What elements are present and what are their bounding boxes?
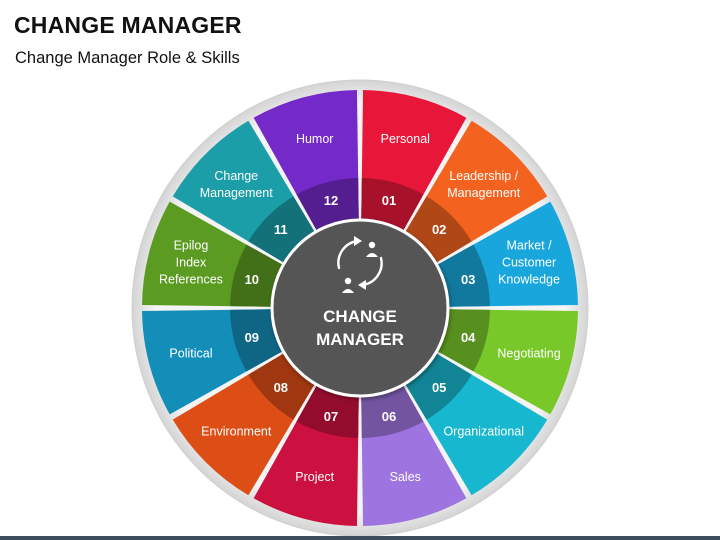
segment-label: Sales [390,470,421,484]
segment-label: Organizational [443,425,524,439]
segment-inner-band [405,353,472,420]
segment-number: 12 [324,193,338,208]
segment-number: 06 [382,409,396,424]
segment-label: Leadership / Management [447,169,520,200]
segment-number: 02 [432,222,446,237]
segment-12: 12 Humor [253,90,359,232]
segment-01: 01 Personal [361,90,467,232]
segment-number: 05 [432,380,446,395]
segment-label-line: Change [214,169,258,183]
segment-label-line: Management [200,186,273,200]
segment-inner-band [230,309,284,372]
segment-number: 08 [274,380,288,395]
page-title: CHANGE MANAGER [14,12,242,38]
segment-inner-band [361,384,424,438]
segment-number: 07 [324,409,338,424]
segment-label-line: Sales [390,470,421,484]
segment-label-line: Organizational [443,425,524,439]
segment-label-line: Political [169,346,212,360]
segment-label: Personal [381,132,430,146]
segments-layer: 01 Personal 02 Leadership / Management 03 Mark… [142,90,578,526]
segment-inner-band [248,196,315,263]
segment-label: Political [169,346,212,360]
segment-inner-band [436,244,490,307]
segment-label-line: Environment [201,425,272,439]
segment-label-line: Management [447,186,520,200]
center-circle [270,218,450,398]
segment-label: Environment [201,425,272,439]
segment-label-line: References [159,273,223,287]
segment-label-line: Leadership / [449,169,518,183]
segment-inner-band [230,244,284,307]
segment-inner-band [361,178,424,232]
segment-label-line: Knowledge [498,273,560,287]
segment-label-line: Humor [296,132,334,146]
segment-number: 04 [461,330,476,345]
segment-label-line: Epilog [174,239,209,253]
segment-label-line: Index [176,256,207,270]
bottom-bar [0,536,720,540]
segment-label: Humor [296,132,334,146]
center-hub: CHANGE MANAGER [270,218,450,398]
segment-label-line: Project [295,470,334,484]
people-cycle-icon [337,236,383,293]
segment-label-line: Customer [502,256,556,270]
segment-label-line: Personal [381,132,430,146]
segment-number: 11 [274,222,288,237]
segment-02: 02 Leadership / Management [405,120,548,263]
page-subtitle: Change Manager Role & Skills [15,49,240,67]
segment-label-line: Negotiating [497,346,560,360]
center-label-line2: MANAGER [316,330,404,349]
segment-inner-band [248,353,315,420]
segment-label-line: Market / [506,239,552,253]
segment-number: 09 [245,330,259,345]
segment-inner-band [405,196,472,263]
segment-number: 01 [382,193,396,208]
segment-inner-band [296,384,359,438]
segment-number: 03 [461,272,475,287]
segment-inner-band [436,309,490,372]
segment-inner-band [296,178,359,232]
segment-label: Project [295,470,334,484]
segment-label: Negotiating [497,346,560,360]
center-label-line1: CHANGE [323,307,397,326]
segment-number: 10 [245,272,259,287]
